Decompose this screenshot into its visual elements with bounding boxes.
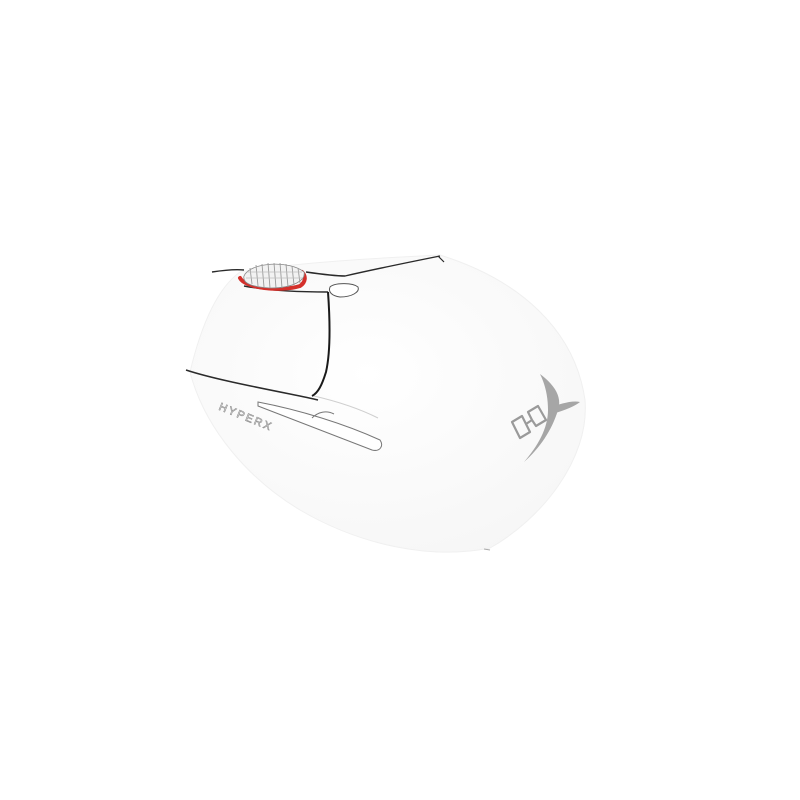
dpi-button: [329, 283, 359, 298]
bottom-mark: [483, 548, 491, 551]
right-button-top-edge: [305, 255, 441, 277]
mouse-body: [189, 254, 586, 553]
left-side-edge: [185, 369, 319, 401]
scroll-wheel: [243, 262, 305, 289]
button-seam-vertical: [311, 291, 331, 397]
hx-logo: [510, 374, 580, 462]
left-button-top-edge: [211, 268, 245, 273]
side-button-front: [257, 401, 383, 451]
side-button-back: [311, 411, 335, 419]
